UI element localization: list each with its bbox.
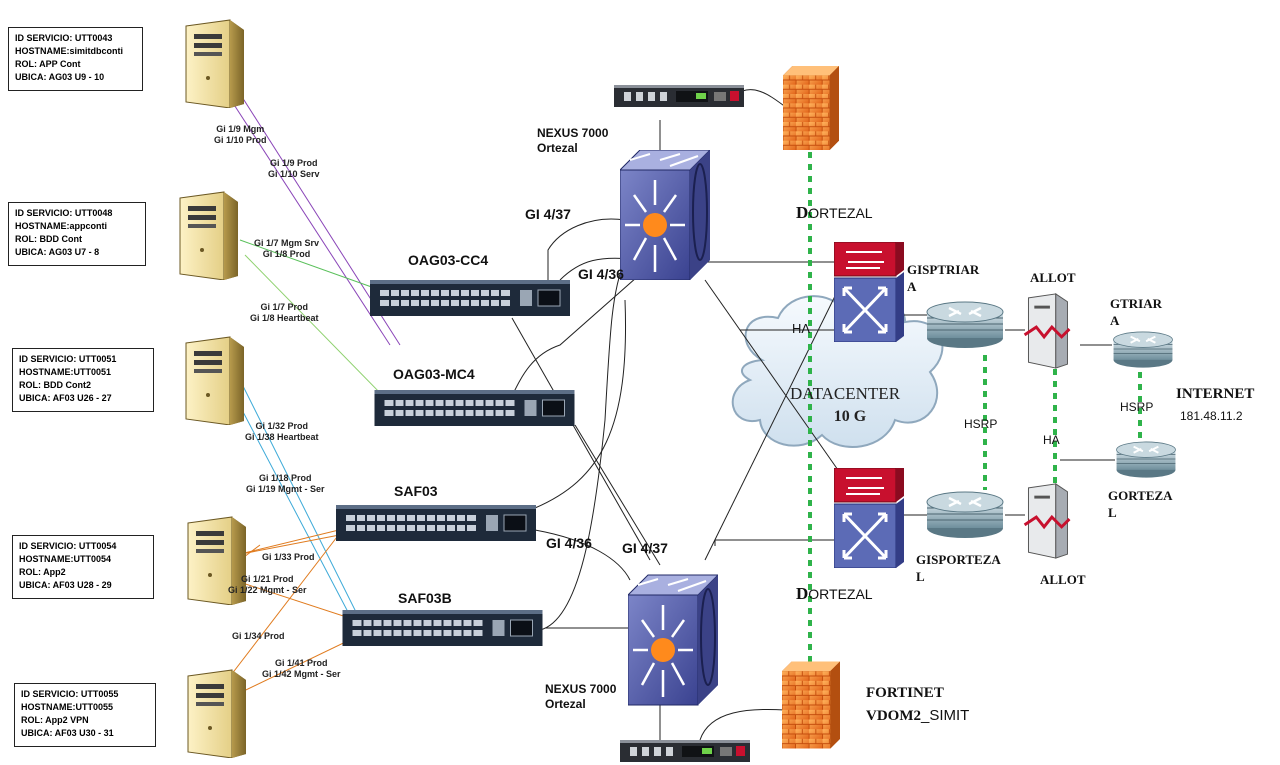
switch-label-saf03b: SAF03B <box>398 590 452 606</box>
firewall-fortinet-icon <box>782 661 840 749</box>
port-label: Gi 1/18 Prod Gi 1/19 Mgmt - Ser <box>246 473 325 494</box>
switch-label-saf03: SAF03 <box>394 483 438 499</box>
server-hostname: HOSTNAME:UTT0055 <box>21 702 114 712</box>
appliance-bottom-icon <box>620 740 750 762</box>
server-role: ROL: App2 <box>19 567 66 577</box>
dortezal-rest: ORTEZAL <box>808 205 873 221</box>
server-icon <box>185 336 245 425</box>
appliance-top-icon <box>614 85 744 107</box>
l3-switch-top-icon <box>834 242 904 342</box>
router-gtriara-icon <box>1112 330 1174 368</box>
nexus-bottom-label: NEXUS 7000 Ortezal <box>545 682 617 711</box>
nexus-top-icon <box>620 150 710 280</box>
port-label: Gi 1/9 Prod Gi 1/10 Serv <box>268 158 320 179</box>
server-id: ID SERVICIO: UTT0043 <box>15 33 113 43</box>
dortezal-bottom-label: DORTEZAL <box>796 584 873 604</box>
fortinet-vdom: VDOM2_SIMIT <box>866 707 969 725</box>
server-info-box: ID SERVICIO: UTT0054 HOSTNAME:UTT0054 RO… <box>12 535 154 599</box>
allot-bottom-icon <box>1023 482 1071 560</box>
dortezal-rest: ORTEZAL <box>808 586 873 602</box>
switch-saf03-icon <box>336 505 536 541</box>
server-role: ROL: BDD Cont <box>15 234 82 244</box>
port-label: Gi 1/7 Mgm Srv Gi 1/8 Prod <box>254 238 320 259</box>
dortezal-initial: D <box>796 584 809 603</box>
router-gisporteza-icon <box>925 490 1005 538</box>
server-location: UBICA: AF03 U30 - 31 <box>21 728 114 738</box>
server-info-box: ID SERVICIO: UTT0043 HOSTNAME:simitdbcon… <box>8 27 143 91</box>
nexus-bottom-icon <box>628 573 718 707</box>
interface-label: GI 4/36 <box>578 266 624 282</box>
server-role: ROL: BDD Cont2 <box>19 380 91 390</box>
router-label-gtriara: GTRIAR A <box>1110 296 1163 328</box>
server-location: UBICA: AF03 U28 - 29 <box>19 580 112 590</box>
server-icon <box>179 191 239 280</box>
server-id: ID SERVICIO: UTT0055 <box>21 689 119 699</box>
port-label: Gi 1/21 Prod Gi 1/22 Mgmt - Ser <box>228 574 307 595</box>
switch-label-oag03-mc4: OAG03-MC4 <box>393 366 475 382</box>
hsrp-label: HSRP <box>1120 400 1154 414</box>
server-location: UBICA: AG03 U7 - 8 <box>15 247 100 257</box>
server-info-box: ID SERVICIO: UTT0051 HOSTNAME:UTT0051 RO… <box>12 348 154 412</box>
allot-top-icon <box>1023 292 1071 370</box>
router-gisptriara-icon <box>925 300 1005 348</box>
server-hostname: HOSTNAME:appconti <box>15 221 107 231</box>
server-info-box: ID SERVICIO: UTT0048 HOSTNAME:appconti R… <box>8 202 146 266</box>
allot-top-label: ALLOT <box>1030 270 1076 285</box>
server-id: ID SERVICIO: UTT0054 <box>19 541 117 551</box>
internet-ip: 181.48.11.2 <box>1180 409 1243 423</box>
interface-label: GI 4/37 <box>525 206 571 222</box>
server-role: ROL: APP Cont <box>15 59 81 69</box>
server-hostname: HOSTNAME:UTT0051 <box>19 367 112 377</box>
switch-label-oag03-cc4: OAG03-CC4 <box>408 252 489 268</box>
server-info-box: ID SERVICIO: UTT0055 HOSTNAME:UTT0055 RO… <box>14 683 156 747</box>
server-role: ROL: App2 VPN <box>21 715 89 725</box>
port-label: Gi 1/32 Prod Gi 1/38 Heartbeat <box>245 421 319 442</box>
dortezal-initial: D <box>796 203 809 222</box>
server-location: UBICA: AG03 U9 - 10 <box>15 72 105 82</box>
router-label-gisptriara: GISPTRIAR A <box>907 262 980 294</box>
server-id: ID SERVICIO: UTT0048 <box>15 208 113 218</box>
firewall-top-icon <box>783 66 839 150</box>
router-label-gorteza: GORTEZA L <box>1108 488 1173 520</box>
ha-links <box>808 140 1142 670</box>
port-label: Gi 1/9 Mgm Gi 1/10 Prod <box>214 124 267 145</box>
internet-title: INTERNET <box>1176 386 1255 402</box>
port-label: Gi 1/7 Prod Gi 1/8 Heartbeat <box>250 302 319 323</box>
switch-saf03b-icon <box>341 610 544 646</box>
port-label: Gi 1/41 Prod Gi 1/42 Mgmt - Ser <box>262 658 341 679</box>
ha-label: HA <box>1043 433 1060 447</box>
fortinet-title: FORTINET <box>866 685 944 701</box>
interface-label: GI 4/37 <box>622 540 668 556</box>
switch-oag03-cc4-icon <box>370 280 570 316</box>
switch-oag03-mc4-icon <box>373 390 576 426</box>
server-hostname: HOSTNAME:UTT0054 <box>19 554 112 564</box>
nexus-top-label: NEXUS 7000 Ortezal <box>537 126 609 155</box>
allot-bottom-label: ALLOT <box>1040 572 1086 587</box>
cloud-speed: 10 G <box>833 408 867 425</box>
ha-label: HA <box>792 321 811 336</box>
router-label-gisporteza: GISPORTEZA L <box>916 552 1001 584</box>
port-label: Gi 1/33 Prod <box>262 552 315 562</box>
cloud-title: DATACENTER <box>789 384 901 403</box>
router-gorteza-icon <box>1115 440 1177 478</box>
vdom-rest: _SIMIT <box>921 707 970 724</box>
server-location: UBICA: AF03 U26 - 27 <box>19 393 112 403</box>
port-label: Gi 1/34 Prod <box>232 631 285 641</box>
dortezal-top-label: DORTEZAL <box>796 203 873 223</box>
server-id: ID SERVICIO: UTT0051 <box>19 354 117 364</box>
server-icon <box>185 19 245 108</box>
vdom-bold: VDOM2 <box>866 708 921 724</box>
l3-switch-bottom-icon <box>834 468 904 568</box>
interface-label: GI 4/36 <box>546 535 592 551</box>
server-hostname: HOSTNAME:simitdbconti <box>15 46 123 56</box>
hsrp-label: HSRP <box>964 417 998 431</box>
server-icon <box>187 669 247 758</box>
